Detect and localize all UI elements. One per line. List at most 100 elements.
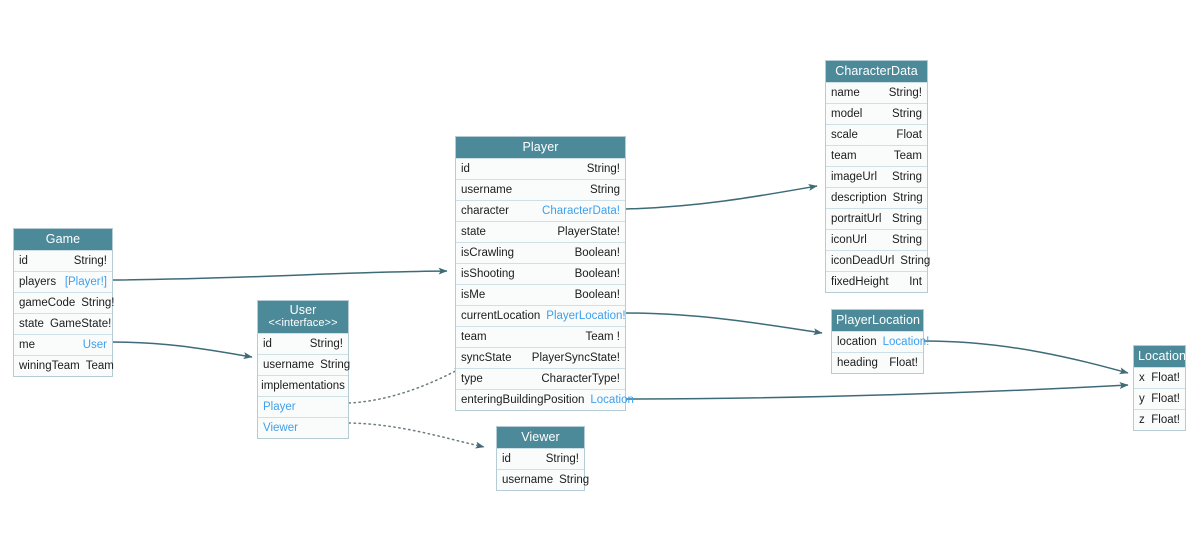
entity-viewer-title: Viewer [497,427,584,448]
field-row[interactable]: heading Float! [832,352,923,373]
field-row[interactable]: location Location! [832,331,929,352]
field-type: String [589,183,620,196]
field-type: String [559,473,590,486]
field-name: type [461,372,483,385]
field-row[interactable]: z Float! [1134,409,1185,430]
implementation-item-viewer[interactable]: Viewer [258,417,348,438]
field-row[interactable]: gameCode String! [14,292,115,313]
field-row[interactable]: username String [497,469,589,490]
field-name: heading [837,356,878,369]
field-type: Float! [1151,413,1180,426]
entity-characterdata[interactable]: CharacterData name String! model String … [825,60,930,293]
edge-player-character-to-characterdata [625,184,818,210]
entity-game-title: Game [14,229,112,250]
field-name: id [461,162,470,175]
field-row[interactable]: character CharacterData! [456,200,625,221]
field-row[interactable]: scale Float [826,124,927,145]
entity-playerlocation[interactable]: PlayerLocation location Location! headin… [831,309,929,374]
field-row[interactable]: iconUrl String [826,229,927,250]
field-row[interactable]: id String! [14,250,112,271]
field-type: Int [909,275,922,288]
field-row[interactable]: winingTeam Team [14,355,114,376]
field-name: x [1139,371,1145,384]
edge-game-players-to-player [111,267,448,281]
field-row[interactable]: syncState PlayerSyncState! [456,347,625,368]
field-type[interactable]: [Player!] [64,275,107,288]
field-type: Boolean! [574,288,620,301]
field-name: id [263,337,272,350]
field-type: Float [896,128,922,141]
field-type[interactable]: Location! [882,335,930,348]
field-type: Team ! [585,330,620,343]
field-row[interactable]: type CharacterType! [456,368,625,389]
field-row[interactable]: id String! [497,448,584,469]
edge-playerlocation-location-to-location [923,340,1129,375]
field-name: portraitUrl [831,212,882,225]
entity-viewer[interactable]: Viewer id String! username String [496,426,589,491]
field-type: String! [545,452,579,465]
field-row[interactable]: portraitUrl String [826,208,927,229]
entity-user-stereotype: <<interface>> [268,317,338,329]
field-row[interactable]: model String [826,103,927,124]
entity-user[interactable]: User <<interface>> id String! username S… [257,300,350,439]
field-name: currentLocation [461,309,541,322]
field-name: isMe [461,288,486,301]
field-row[interactable]: team Team [826,145,927,166]
field-row[interactable]: imageUrl String [826,166,927,187]
field-row[interactable]: enteringBuildingPosition Location [456,389,634,410]
entity-player[interactable]: Player id String! username String charac… [455,136,634,411]
field-name: winingTeam [19,359,80,372]
field-name: username [461,183,513,196]
field-type[interactable]: User [82,338,107,351]
field-name: imageUrl [831,170,878,183]
field-name: scale [831,128,858,141]
field-name: syncState [461,351,512,364]
field-row[interactable]: id String! [258,333,348,354]
field-name: state [19,317,44,330]
field-row[interactable]: username String [456,179,625,200]
field-type: Float! [1151,392,1180,405]
field-type: Team [893,149,922,162]
field-type[interactable]: Location [590,393,634,406]
field-row[interactable]: isShooting Boolean! [456,263,625,284]
field-type: Boolean! [574,246,620,259]
field-row[interactable]: iconDeadUrl String [826,250,930,271]
field-row[interactable]: players [Player!] [14,271,112,292]
edge-game-me-to-user [111,341,253,360]
field-row[interactable]: isCrawling Boolean! [456,242,625,263]
field-name: isShooting [461,267,515,280]
field-name: username [263,358,315,371]
field-type[interactable]: PlayerLocation! [546,309,626,322]
field-name: me [19,338,35,351]
field-row[interactable]: state GameState! [14,313,112,334]
field-type: GameState! [49,317,112,330]
field-name: iconDeadUrl [831,254,895,267]
field-row[interactable]: fixedHeight Int [826,271,927,292]
field-row[interactable]: username String [258,354,350,375]
entity-location[interactable]: Location x Float! y Float! z Float! [1133,345,1186,431]
field-name: location [837,335,877,348]
field-type: String [892,191,923,204]
field-type: String! [73,254,107,267]
field-type: String [891,107,922,120]
field-row[interactable]: me User [14,334,112,355]
field-name: iconUrl [831,233,867,246]
field-row[interactable]: currentLocation PlayerLocation! [456,305,626,326]
field-name: description [831,191,887,204]
field-row[interactable]: y Float! [1134,388,1185,409]
entity-characterdata-title: CharacterData [826,61,927,82]
field-type[interactable]: CharacterData! [542,204,620,217]
entity-game[interactable]: Game id String! players [Player!] gameCo… [13,228,115,377]
implementation-item-player[interactable]: Player [258,396,348,417]
field-name: fixedHeight [831,275,889,288]
field-name: isCrawling [461,246,515,259]
field-row[interactable]: state PlayerState! [456,221,625,242]
field-row[interactable]: x Float! [1134,367,1185,388]
entity-location-title: Location [1134,346,1186,367]
field-row[interactable]: name String! [826,82,927,103]
field-row[interactable]: id String! [456,158,625,179]
field-row[interactable]: description String [826,187,927,208]
field-name: id [19,254,28,267]
field-row[interactable]: team Team ! [456,326,625,347]
field-row[interactable]: isMe Boolean! [456,284,625,305]
